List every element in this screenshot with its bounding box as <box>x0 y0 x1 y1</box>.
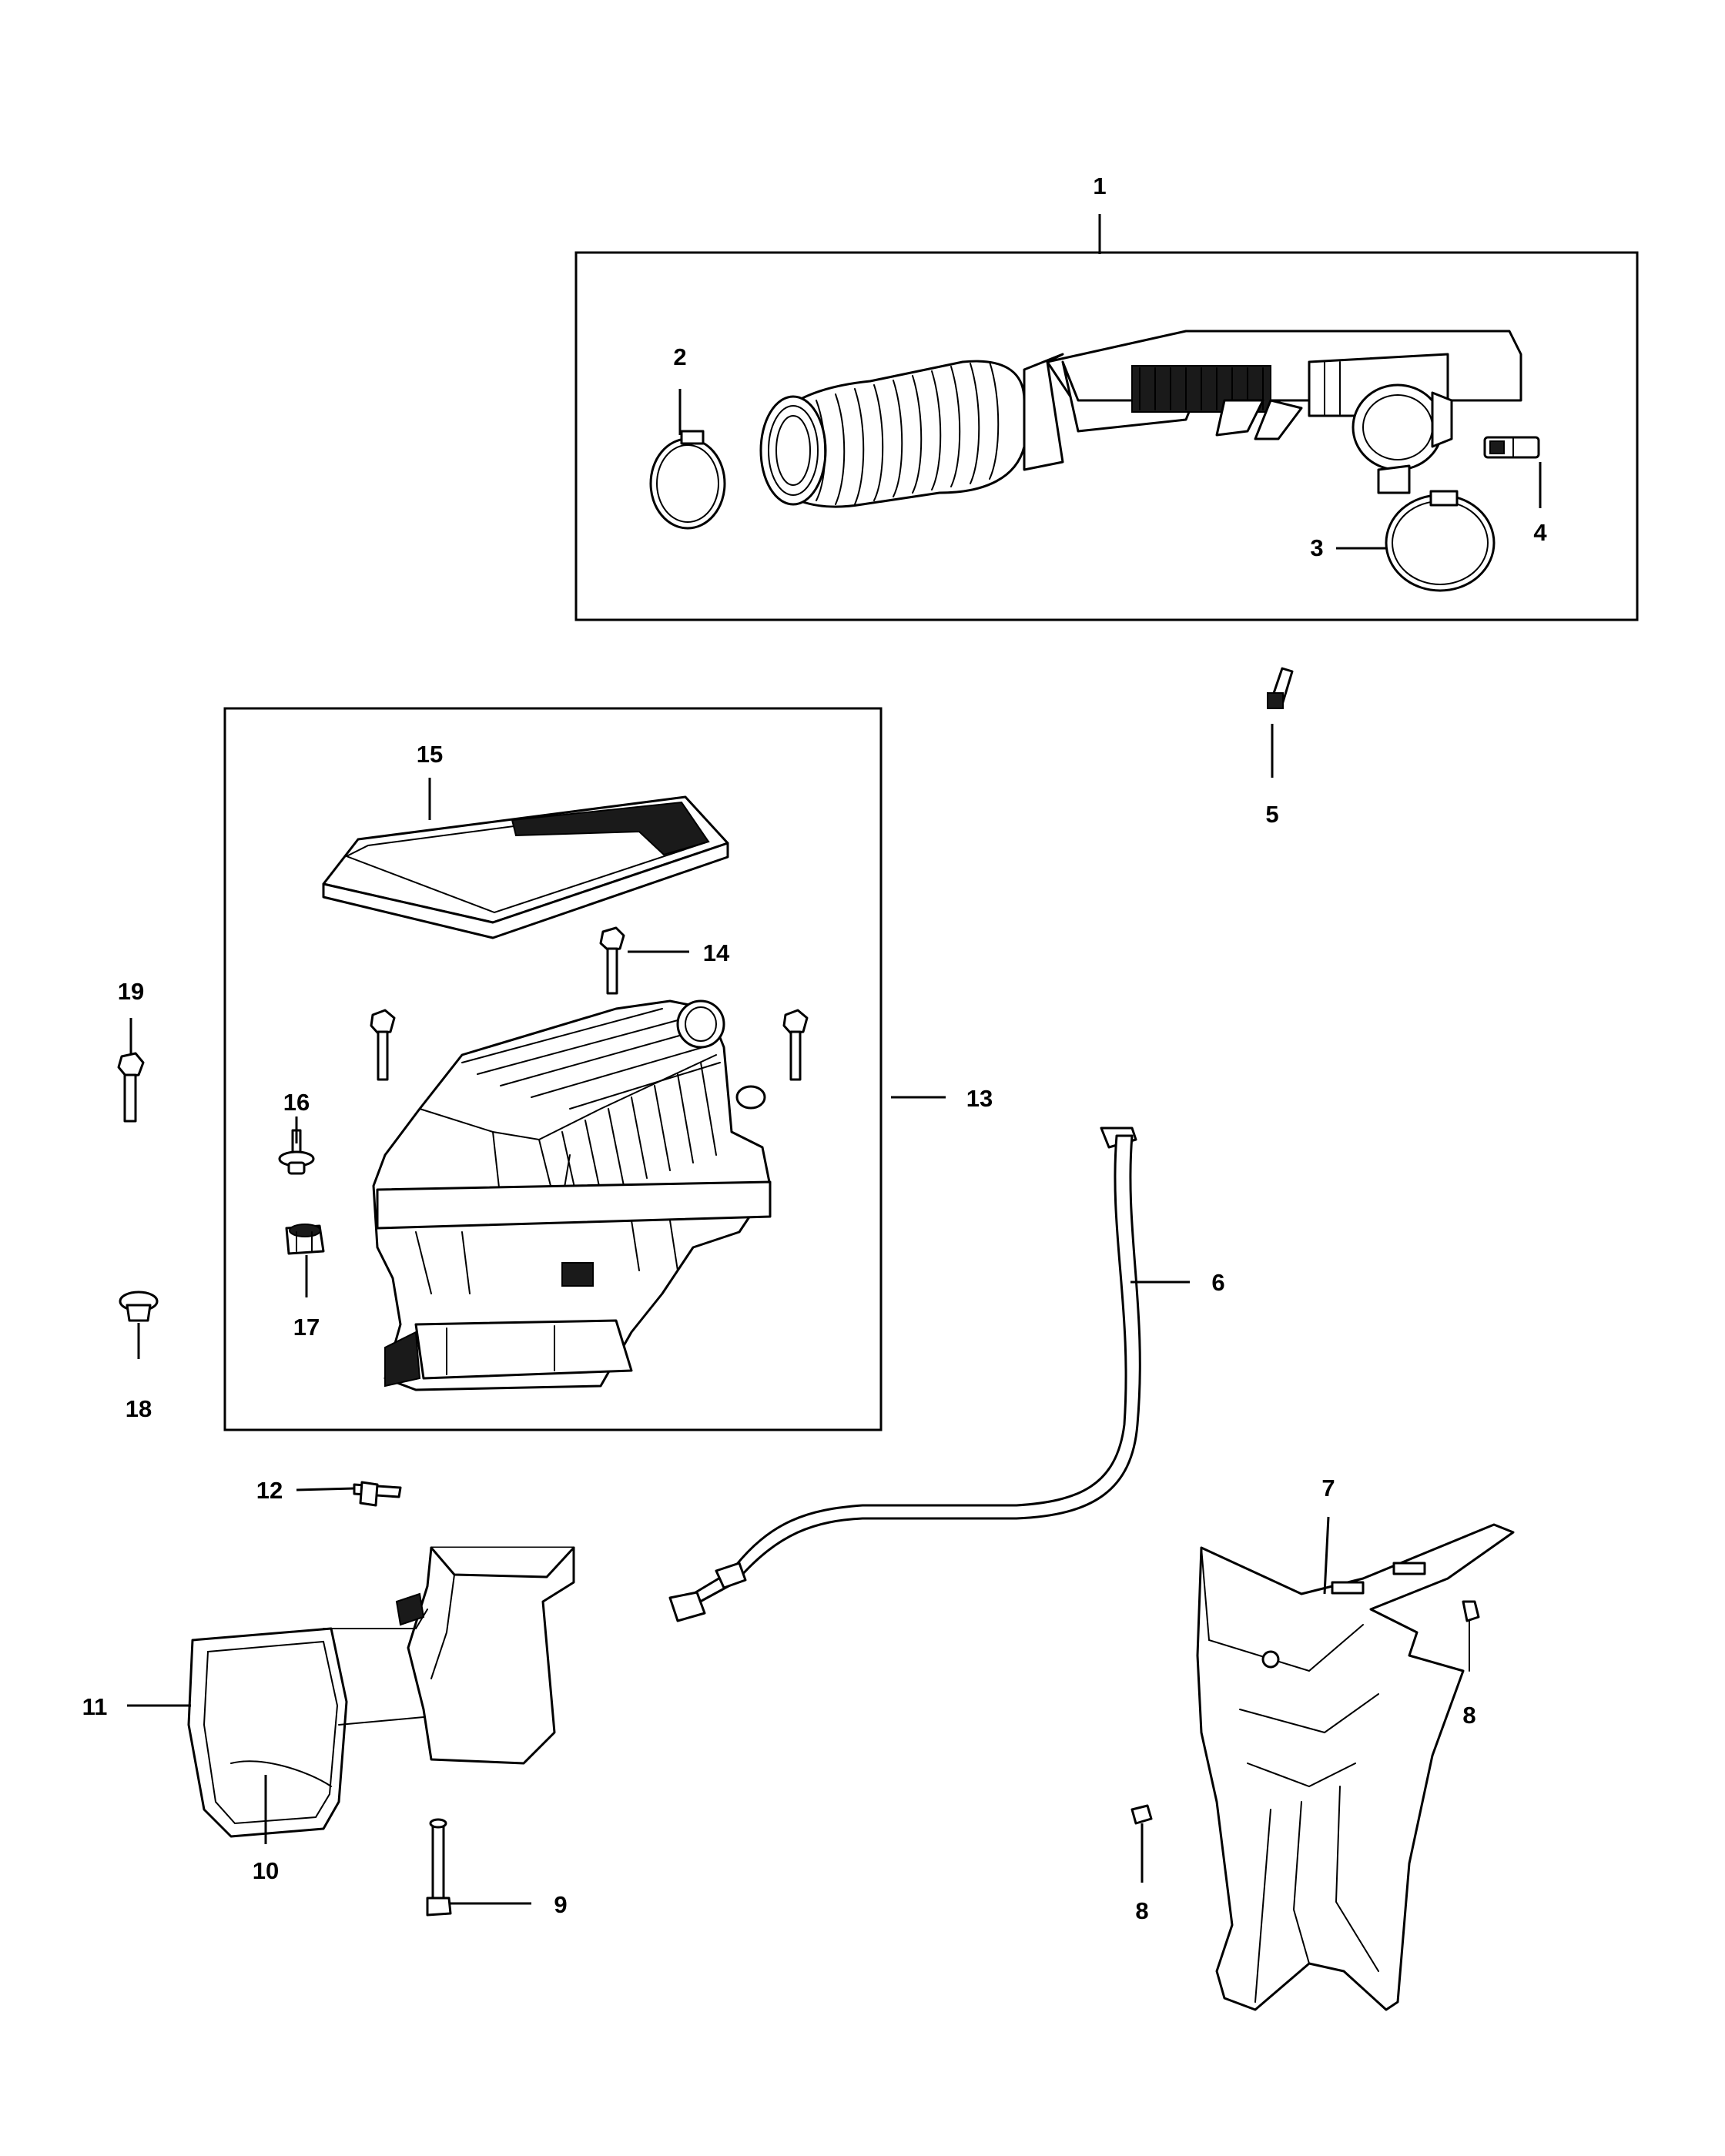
heat-shield-7 <box>1196 1523 1515 2011</box>
callout-2: 2 <box>673 343 686 370</box>
callout-11: 11 <box>82 1693 108 1720</box>
callout-5: 5 <box>1265 801 1278 828</box>
clip-8-upper <box>1462 1600 1480 1672</box>
sensor-4 <box>1483 436 1540 459</box>
bolt-19 <box>117 1052 145 1123</box>
callout-16: 16 <box>283 1089 310 1116</box>
callout-6: 6 <box>1211 1269 1224 1296</box>
callout-19: 19 <box>118 978 144 1005</box>
callout-8-lower: 8 <box>1135 1897 1148 1924</box>
bolt-9 <box>426 1818 452 1917</box>
callout-8-upper: 8 <box>1462 1702 1475 1729</box>
housing-bolt-left <box>370 1009 396 1081</box>
callout-14: 14 <box>703 939 730 966</box>
callout-17: 17 <box>293 1314 320 1341</box>
vent-hose-6 <box>668 1127 1141 1622</box>
air-filter-element-15 <box>322 795 729 939</box>
assembly-1-frame <box>574 251 1639 621</box>
housing-bolt-right <box>782 1009 809 1081</box>
callout-9: 9 <box>554 1891 567 1918</box>
callout-7: 7 <box>1321 1475 1335 1502</box>
callout-15: 15 <box>417 741 443 768</box>
callout-4: 4 <box>1533 519 1547 546</box>
clip-8-lower <box>1130 1804 1153 1883</box>
bolt-14 <box>599 926 625 995</box>
air-cleaner-housing-13 <box>372 999 772 1391</box>
air-inlet-duct-10 <box>187 1546 575 1838</box>
callout-18: 18 <box>126 1395 152 1422</box>
callout-13: 13 <box>966 1085 993 1112</box>
hose-clamp-2 <box>649 430 726 530</box>
nut-18 <box>119 1291 159 1322</box>
callout-3: 3 <box>1310 534 1323 561</box>
sensor-5 <box>1267 667 1294 709</box>
air-inlet-hose-1 <box>759 330 1522 508</box>
assembly-13-frame <box>223 707 883 1431</box>
hose-clamp-3 <box>1385 490 1496 592</box>
isolator-17 <box>285 1224 325 1255</box>
callout-10: 10 <box>253 1857 279 1884</box>
callout-1: 1 <box>1093 172 1106 199</box>
push-pin-12 <box>353 1481 402 1507</box>
callout-12: 12 <box>256 1477 283 1504</box>
